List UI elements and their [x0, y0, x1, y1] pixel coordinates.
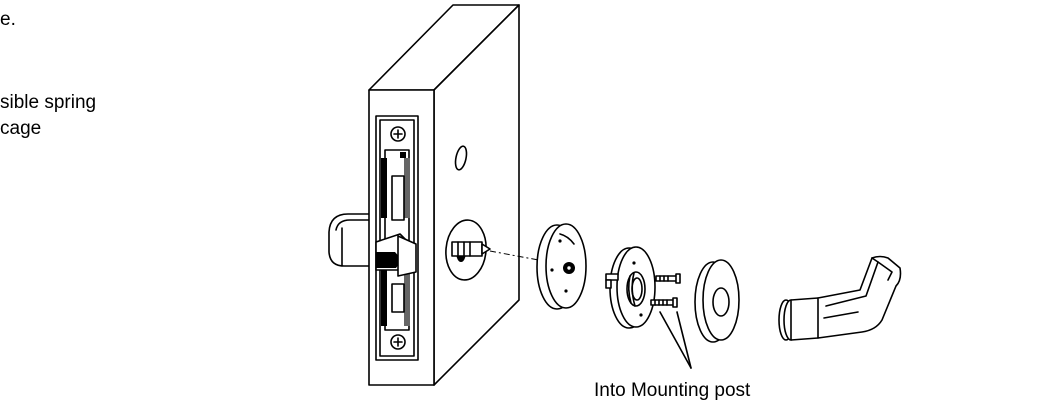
callout-label: Into Mounting post: [594, 380, 751, 401]
mounting-plate: [606, 247, 655, 328]
trim-rose: [695, 260, 739, 342]
mortise-lock-body: [369, 5, 519, 385]
text-fragment-3: cage: [0, 118, 42, 139]
callout-pointer: [660, 312, 691, 368]
inside-lever: [329, 214, 372, 266]
rose-spring-cage: [537, 224, 586, 309]
text-fragment-1: e.: [0, 9, 16, 30]
outside-lever: [779, 257, 901, 341]
text-fragment-2: sible spring: [0, 92, 97, 113]
mounting-screws: [651, 274, 680, 307]
